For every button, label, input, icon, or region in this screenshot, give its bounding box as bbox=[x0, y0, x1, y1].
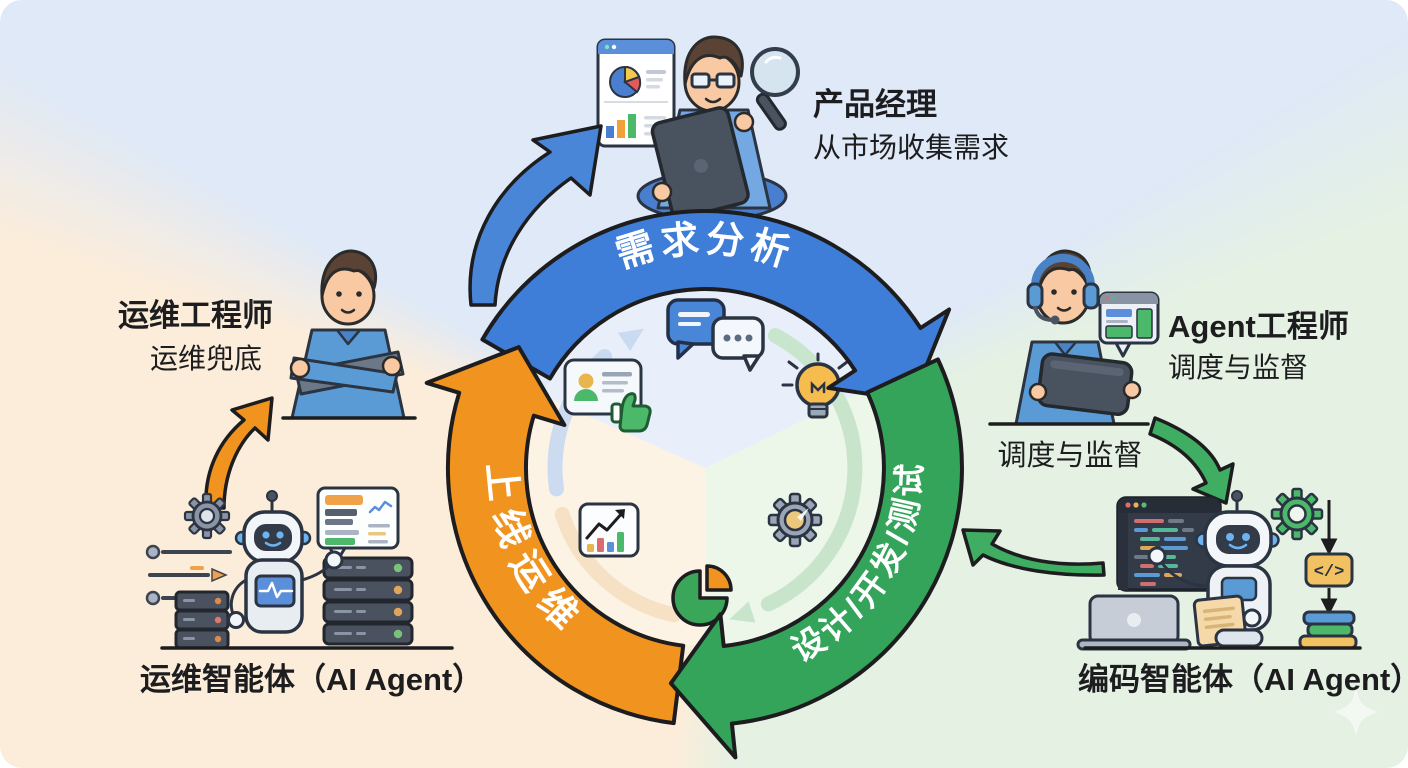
gear-icon bbox=[767, 492, 823, 548]
magnifier-icon bbox=[750, 47, 800, 131]
laptop-icon bbox=[1076, 594, 1192, 651]
browser-bubble-icon bbox=[1098, 291, 1160, 358]
ops-engineer-subtitle: 运维兜底 bbox=[150, 343, 263, 374]
gray-gear-icon bbox=[183, 492, 231, 540]
agent-engineer-title: Agent工程师 bbox=[1168, 309, 1349, 344]
phase-arc-design-dev-test bbox=[668, 357, 964, 760]
books-stack-icon bbox=[1298, 610, 1358, 650]
product-manager-figure bbox=[596, 35, 800, 222]
lightbulb-icon bbox=[781, 352, 855, 419]
sparkle-icon bbox=[1334, 688, 1378, 736]
trend-chart-icon bbox=[578, 502, 640, 558]
ops-agent-figure bbox=[145, 486, 454, 650]
headset-earcup-right bbox=[1082, 282, 1100, 310]
ops-agent-label: 运维智能体（AI Agent） bbox=[140, 662, 484, 697]
ops-eng-hair bbox=[320, 249, 377, 298]
arrow-cycle-to-product-manager bbox=[468, 124, 603, 307]
coding-robot-visor bbox=[1216, 525, 1260, 554]
inner-arc-blue-arrowhead bbox=[617, 328, 644, 352]
arrow-ops-agent-to-ops-engineer bbox=[204, 396, 274, 510]
ops-robot-visor bbox=[254, 524, 292, 551]
inner-arc-green-arrowhead bbox=[729, 601, 756, 623]
product-manager-title: 产品经理 bbox=[813, 87, 937, 122]
code-badge-icon: </> bbox=[1304, 552, 1354, 588]
headset-earcup-left bbox=[1026, 282, 1044, 310]
arrow-coding-agent-to-cycle bbox=[961, 528, 1106, 577]
headset-mic bbox=[1033, 305, 1054, 322]
ops-engineer-title: 运维工程师 bbox=[118, 298, 273, 333]
headset-band bbox=[1031, 254, 1095, 287]
chat-bubbles-icon bbox=[666, 298, 765, 372]
code-badge-text: </> bbox=[1314, 563, 1345, 582]
coding-agent-label: 编码智能体（AI Agent） bbox=[1078, 662, 1408, 697]
server-rack-left bbox=[174, 590, 230, 650]
id-card-thumbs-up-icon bbox=[563, 358, 652, 433]
product-manager-subtitle: 从市场收集需求 bbox=[813, 132, 1010, 163]
monitoring-bubble-icon bbox=[316, 486, 400, 563]
coding-robot-base bbox=[1214, 628, 1264, 648]
agent-engineer-figure bbox=[988, 249, 1160, 426]
agent-engineer-caption: 调度与监督 bbox=[997, 440, 1143, 472]
ops-engineer-figure bbox=[281, 249, 417, 420]
cycle-ring bbox=[424, 209, 964, 760]
agent-engineer-subtitle: 调度与监督 bbox=[1168, 352, 1309, 383]
phase-arc-launch-ops bbox=[424, 345, 686, 726]
inner-arc-orange bbox=[554, 506, 682, 623]
server-rack-right bbox=[322, 556, 414, 646]
workflow-arrows bbox=[1320, 500, 1338, 616]
phase-arc-requirements bbox=[480, 209, 952, 403]
pm-hair bbox=[683, 35, 744, 86]
dashboard-icon bbox=[596, 38, 676, 148]
arrow-agent-engineer-to-coding-agent bbox=[1148, 416, 1235, 505]
agent-tablet bbox=[1036, 352, 1134, 417]
pm-tablet bbox=[650, 106, 750, 220]
coding-agent-figure: </> bbox=[1076, 487, 1362, 651]
pie-chart-icon bbox=[671, 564, 733, 627]
green-gear-icon bbox=[1270, 487, 1324, 541]
pm-glasses bbox=[690, 72, 711, 89]
coding-robot-arm-left bbox=[1158, 559, 1209, 588]
